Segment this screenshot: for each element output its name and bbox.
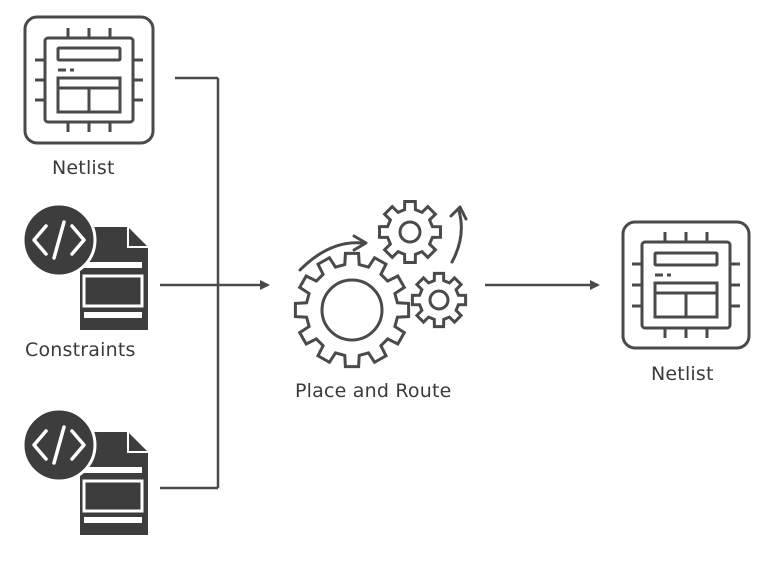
constraints-label: Constraints xyxy=(25,339,136,361)
source-document-icon xyxy=(21,407,148,535)
input-netlist-label: Netlist xyxy=(52,157,115,179)
input-netlist-chip-icon xyxy=(23,15,155,145)
constraints-document-icon xyxy=(21,202,148,330)
input-connectors xyxy=(160,76,270,490)
place-and-route-label: Place and Route xyxy=(295,380,452,402)
output-netlist-label: Netlist xyxy=(651,363,714,385)
output-netlist-chip-icon xyxy=(621,220,751,350)
gears-icon xyxy=(293,200,468,369)
